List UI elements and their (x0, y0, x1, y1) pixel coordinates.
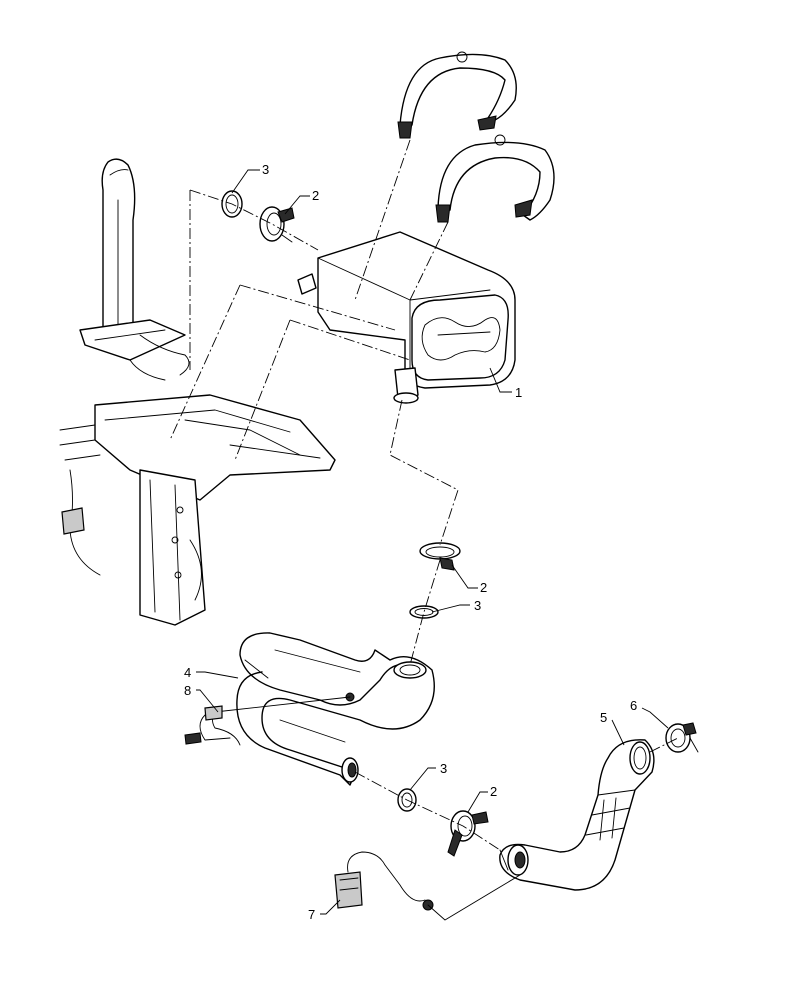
clamp-lower (447, 810, 489, 857)
exhaust-pipe (236, 632, 435, 786)
exhaust-stack (79, 158, 190, 381)
callout-leaders (196, 169, 669, 915)
callout-8: 8 (184, 683, 191, 698)
callout-2-middle: 2 (480, 580, 487, 595)
callout-2-upper: 2 (312, 188, 319, 203)
callout-2-lower: 2 (490, 784, 497, 799)
callout-4: 4 (184, 665, 191, 680)
callout-3-lower: 3 (440, 761, 447, 776)
nox-sensor (334, 851, 521, 921)
assembly-centerlines (169, 139, 679, 851)
callout-6: 6 (630, 698, 637, 713)
hanger-straps (397, 51, 555, 223)
callout-7: 7 (308, 907, 315, 922)
flex-pipe (499, 739, 655, 891)
callout-5: 5 (600, 710, 607, 725)
muffler (297, 231, 516, 404)
sensor-harness (184, 696, 351, 746)
callout-1: 1 (515, 385, 522, 400)
callout-3-upper: 3 (262, 162, 269, 177)
support-frame (59, 394, 336, 626)
clamp-middle (419, 542, 461, 571)
callout-3-middle: 3 (474, 598, 481, 613)
clamp-upper (259, 206, 295, 243)
v-band-clamp (665, 722, 699, 753)
